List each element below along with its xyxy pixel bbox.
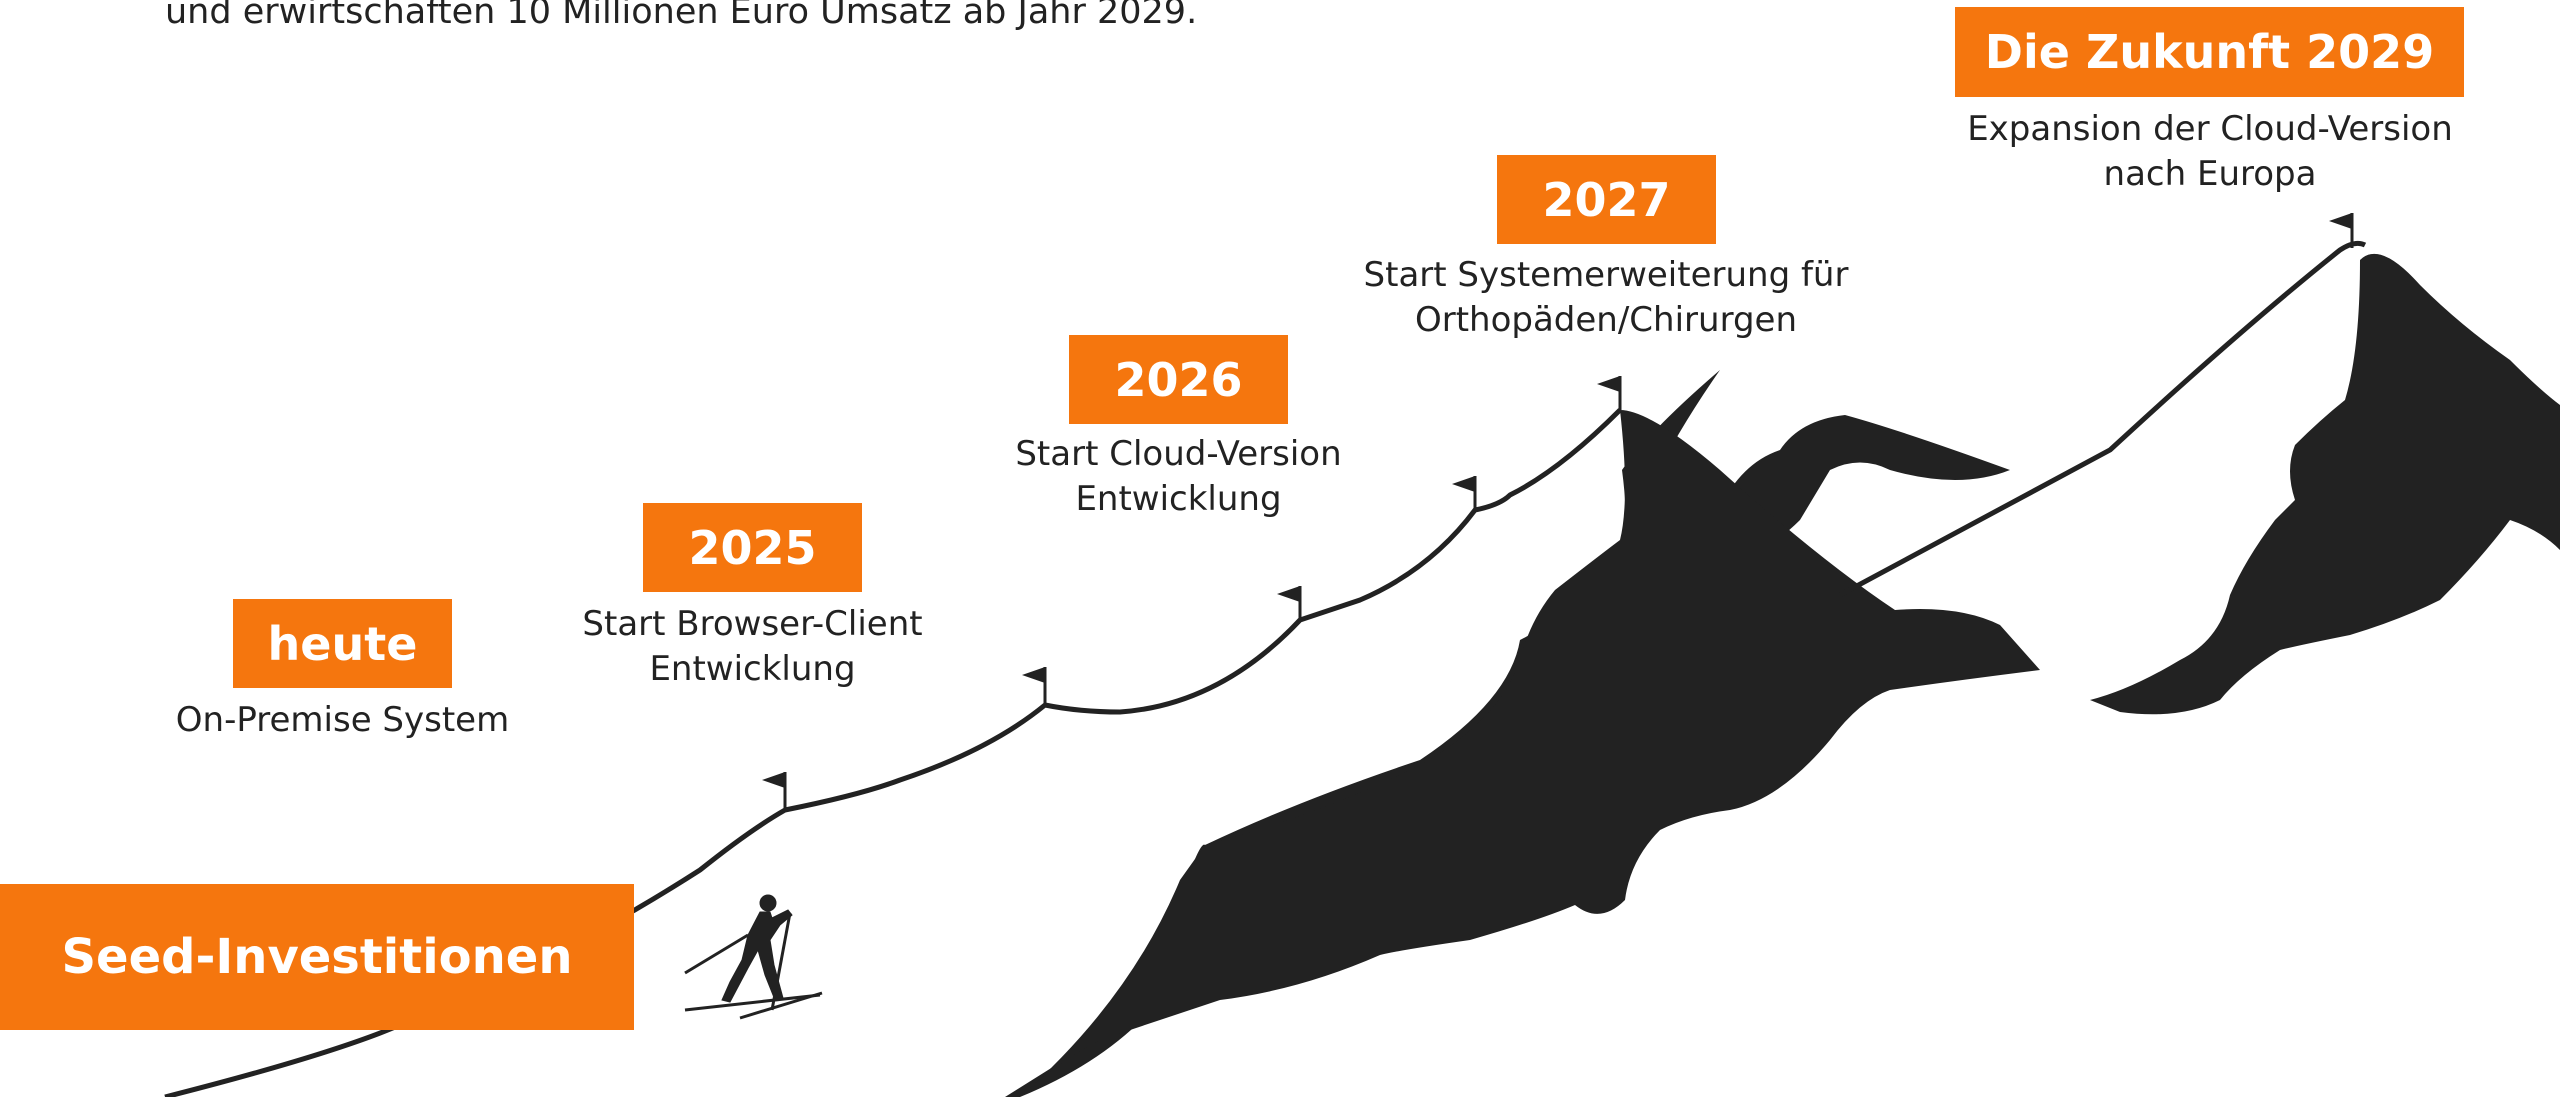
- intro-text: und erwirtschaften 10 Millionen Euro Ums…: [165, 0, 1198, 32]
- milestone-heute-description: On-Premise System: [140, 698, 545, 743]
- description-line: Start Systemerweiterung für: [1363, 255, 1849, 295]
- description-line: Start Cloud-Version: [1015, 434, 1342, 474]
- cross-country-skier-icon: [684, 894, 823, 1020]
- milestone-2029-badge: Die Zukunft 2029: [1955, 7, 2464, 97]
- flag-icon: [2329, 213, 2354, 248]
- milestone-2027-badge: 2027: [1497, 155, 1716, 244]
- milestone-2026-badge: 2026: [1069, 335, 1288, 424]
- mountain-peak-right: [2090, 253, 2560, 715]
- flag-icon: [762, 772, 787, 810]
- description-line: Entwicklung: [649, 649, 856, 689]
- milestone-2026-description: Start Cloud-Version Entwicklung: [976, 432, 1381, 522]
- flag-icon: [1022, 667, 1047, 705]
- milestone-2025-badge: 2025: [643, 503, 862, 592]
- seed-investment-badge: Seed-Investitionen: [0, 884, 634, 1030]
- description-line: nach Europa: [2103, 154, 2317, 194]
- mountain-peak-middle: [1020, 410, 2040, 1097]
- flag-icon: [1597, 376, 1622, 410]
- flag-icon: [1277, 586, 1302, 620]
- description-line: On-Premise System: [175, 700, 510, 740]
- flag-icon: [1452, 476, 1477, 510]
- milestone-2029-description: Expansion der Cloud-Version nach Europa: [1960, 107, 2460, 197]
- milestone-2027-description: Start Systemerweiterung für Orthopäden/C…: [1356, 253, 1856, 343]
- description-line: Orthopäden/Chirurgen: [1414, 300, 1798, 340]
- milestone-2025-description: Start Browser-Client Entwicklung: [550, 602, 955, 692]
- description-line: Expansion der Cloud-Version: [1967, 109, 2453, 149]
- milestone-heute-badge: heute: [233, 599, 452, 688]
- description-line: Entwicklung: [1075, 479, 1282, 519]
- description-line: Start Browser-Client: [582, 604, 923, 644]
